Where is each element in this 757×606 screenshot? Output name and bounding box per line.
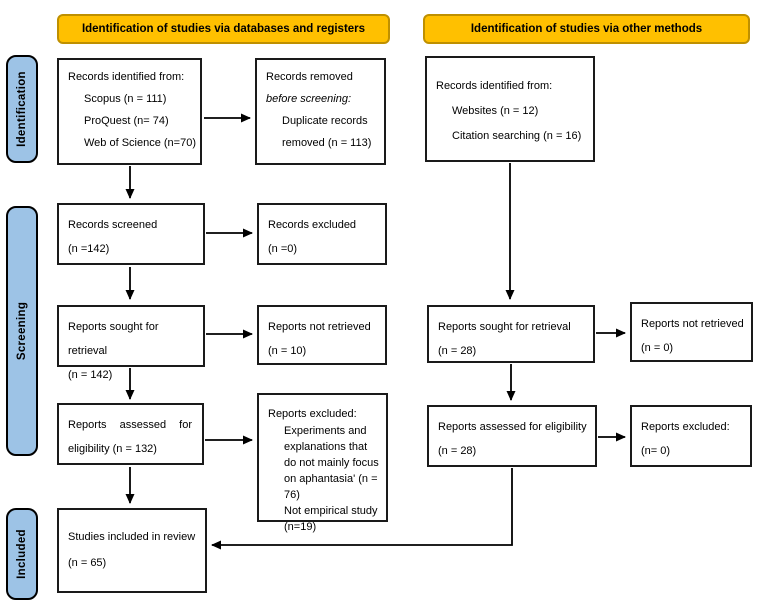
box-line: Reports not retrieved <box>641 318 744 330</box>
box-line: (n = 65) <box>68 557 107 569</box>
box-line: Records screened <box>68 219 158 231</box>
box-records-excluded: Records excluded (n =0) <box>257 203 387 265</box>
banner-other-methods: Identification of studies via other meth… <box>423 14 750 44</box>
box-reports-excluded-reasons: Reports excluded: Experiments and explan… <box>257 393 388 533</box>
box-line: (n =0) <box>268 243 298 255</box>
box-line: Reports excluded: <box>268 408 357 420</box>
box-records-identified-other: Records identified from: Websites (n = 1… <box>425 56 595 162</box>
box-line: Studies included in review <box>68 531 196 543</box>
box-line: Websites (n = 12) <box>452 105 539 117</box>
box-line: Reports sought for retrieval <box>438 321 571 333</box>
stage-screening: Screening <box>6 206 38 456</box>
box-line: Web of Science (n=70) <box>84 137 196 149</box>
box-reports-assessed-other: Reports assessed for eligibility (n = 28… <box>427 405 597 467</box>
box-line: Reports sought for retrieval <box>68 321 159 357</box>
banner-databases-registers: Identification of studies via databases … <box>57 14 390 44</box>
box-reports-not-retrieved-other: Reports not retrieved (n = 0) <box>630 302 753 362</box>
box-reports-excluded-other: Reports excluded: (n= 0) <box>630 405 752 467</box>
box-line: ProQuest (n= 74) <box>84 115 169 127</box>
box-line: Records excluded <box>268 219 357 231</box>
box-records-removed: Records removed before screening: Duplic… <box>255 58 386 165</box>
box-line: (n =142) <box>68 243 110 255</box>
box-line: Records identified from: <box>436 80 553 92</box>
box-line: Not empirical study (n=19) <box>284 505 378 533</box>
box-reason-list: Experiments and explanations that do not… <box>268 423 382 535</box>
box-line: Reports excluded: <box>641 421 730 433</box>
box-line: (n = 28) <box>438 445 477 457</box>
box-line: Reports assessed for <box>68 419 192 431</box>
box-line: Citation searching (n = 16) <box>452 130 582 142</box>
box-reports-not-retrieved: Reports not retrieved (n = 10) <box>257 305 387 365</box>
banner-other-methods-label: Identification of studies via other meth… <box>470 23 703 35</box>
box-line: (n = 28) <box>438 345 477 357</box>
box-line: (n = 10) <box>268 345 307 357</box>
stage-screening-label: Screening <box>16 301 28 361</box>
box-line: Experiments and explanations that do not… <box>284 425 379 501</box>
box-line: (n= 0) <box>641 445 671 457</box>
box-line: Duplicate records <box>282 115 368 127</box>
box-studies-included: Studies included in review (n = 65) <box>57 508 207 593</box>
box-reports-sought-other: Reports sought for retrieval (n = 28) <box>427 305 595 363</box>
box-line: (n = 0) <box>641 342 674 354</box>
box-line: (n = 142) <box>68 369 113 381</box>
box-records-identified-databases: Records identified from: Scopus (n = 111… <box>57 58 202 165</box>
box-line: Scopus (n = 111) <box>84 93 167 105</box>
box-line: removed (n = 113) <box>282 137 372 149</box>
box-reports-assessed-eligibility: Reports assessed for eligibility (n = 13… <box>57 403 204 465</box>
box-line: Records removed <box>266 71 353 83</box>
stage-included-label: Included <box>16 529 28 579</box>
box-records-screened: Records screened (n =142) <box>57 203 205 265</box>
box-line: Records identified from: <box>68 71 185 83</box>
box-line: Reports not retrieved <box>268 321 371 333</box>
stage-identification-label: Identification <box>16 71 29 147</box>
banner-databases-registers-label: Identification of studies via databases … <box>81 23 366 35</box>
stage-included: Included <box>6 508 38 600</box>
box-line: before screening: <box>266 93 351 105</box>
box-line: Reports assessed for eligibility <box>438 421 587 433</box>
box-reports-sought-retrieval: Reports sought for retrieval (n = 142) <box>57 305 205 381</box>
box-line: eligibility (n = 132) <box>68 443 157 455</box>
stage-identification: Identification <box>6 55 38 163</box>
